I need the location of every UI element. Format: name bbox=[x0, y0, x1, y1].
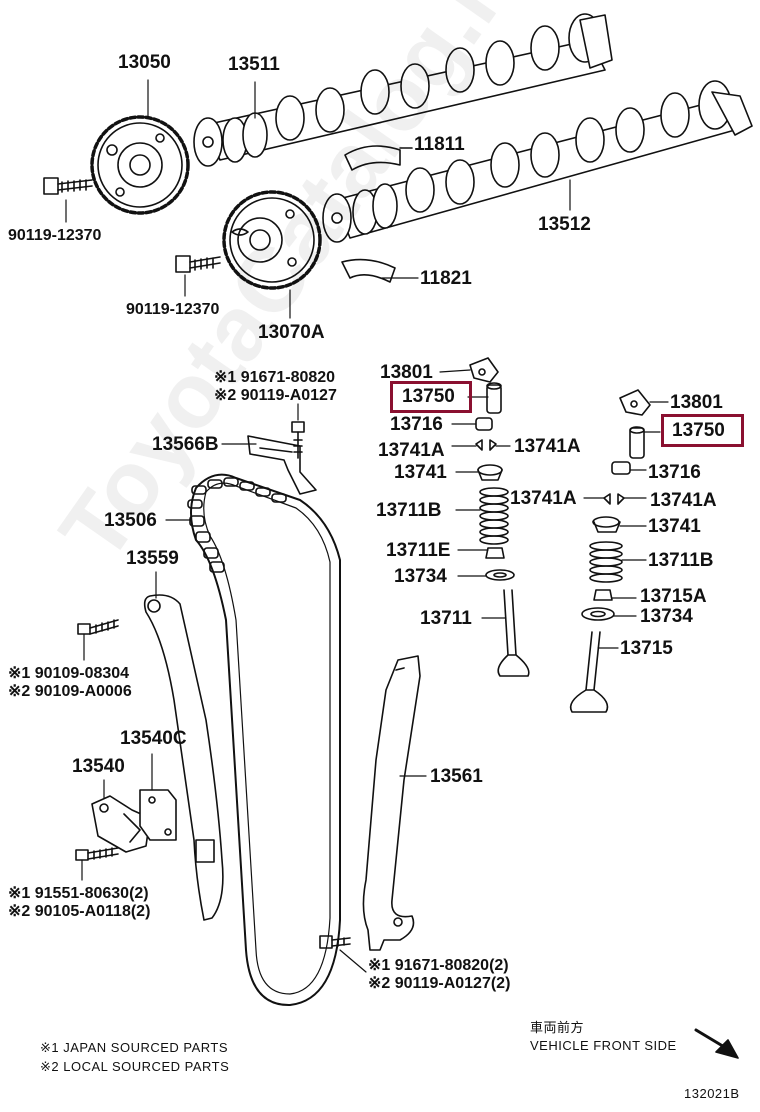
label-13711: 13711 bbox=[420, 608, 472, 629]
spring-right bbox=[589, 541, 623, 583]
label-13741A-right-2: 13741A bbox=[650, 490, 717, 511]
label-13050: 13050 bbox=[118, 52, 171, 73]
label-90119-A0127-upper: ※2 90119-A0127 bbox=[214, 387, 337, 404]
label-13741A-left-2: 13741A bbox=[514, 436, 581, 457]
leader-91671-lower bbox=[339, 949, 367, 973]
valve-stack-left bbox=[469, 357, 530, 677]
label-13716-right: 13716 bbox=[648, 462, 701, 483]
label-91551: ※1 91551-80630(2) bbox=[8, 885, 149, 902]
chain-guide-13566B bbox=[247, 435, 317, 495]
label-13559: 13559 bbox=[126, 548, 179, 569]
label-13511: 13511 bbox=[228, 54, 280, 75]
label-13734-right: 13734 bbox=[640, 606, 693, 627]
spring-left bbox=[479, 487, 509, 545]
label-91671-lower: ※1 91671-80820(2) bbox=[368, 957, 509, 974]
label-13715: 13715 bbox=[620, 638, 673, 659]
label-13506: 13506 bbox=[104, 510, 157, 531]
label-13750-right: 13750 bbox=[672, 420, 725, 441]
bolt-90119-upper bbox=[43, 177, 93, 195]
label-90109-A0006: ※2 90109-A0006 bbox=[8, 683, 132, 700]
camshaft-13511 bbox=[193, 13, 613, 167]
label-11811: 11811 bbox=[414, 134, 465, 155]
gasket-13540C bbox=[139, 789, 177, 841]
bolt-90109 bbox=[77, 619, 119, 635]
label-13734-left: 13734 bbox=[394, 566, 447, 587]
chain-guide-13561 bbox=[362, 655, 421, 951]
timing-chain-13506 bbox=[187, 473, 341, 1007]
label-90105: ※2 90105-A0118(2) bbox=[8, 903, 151, 920]
cam-sprocket-13070A bbox=[222, 190, 322, 290]
tensioner-arm-13559 bbox=[143, 594, 224, 921]
label-13711B-right: 13711B bbox=[648, 550, 714, 571]
leaders-top bbox=[65, 79, 571, 319]
camshaft-13512 bbox=[322, 80, 753, 243]
note-japan: ※1 JAPAN SOURCED PARTS bbox=[40, 1040, 229, 1055]
note-local: ※2 LOCAL SOURCED PARTS bbox=[40, 1059, 230, 1074]
label-90119-lower: 90119-12370 bbox=[126, 301, 220, 318]
leaders-valve-left bbox=[439, 369, 511, 619]
label-13801-left: 13801 bbox=[380, 362, 433, 383]
bearing-11821 bbox=[341, 258, 396, 283]
label-11821: 11821 bbox=[420, 268, 472, 289]
bolt-91671-upper bbox=[291, 421, 305, 459]
label-90119-A0127-lower: ※2 90119-A0127(2) bbox=[368, 975, 511, 992]
label-91671-upper: ※1 91671-80820 bbox=[214, 369, 336, 386]
label-13561: 13561 bbox=[430, 766, 483, 787]
valve-stack-right bbox=[569, 389, 651, 713]
label-13512: 13512 bbox=[538, 214, 591, 235]
bearing-11811 bbox=[344, 145, 401, 171]
label-13540: 13540 bbox=[72, 756, 125, 777]
label-13741A-left-1: 13741A bbox=[378, 440, 445, 461]
label-13711B-left: 13711B bbox=[376, 500, 442, 521]
bolt-91671-lower bbox=[319, 935, 351, 949]
front-side-en: VEHICLE FRONT SIDE bbox=[530, 1038, 677, 1053]
label-90109-08304: ※1 90109-08304 bbox=[8, 665, 130, 682]
label-90119-upper: 90119-12370 bbox=[8, 227, 102, 244]
highlight-13750-right bbox=[661, 414, 744, 447]
label-13070A: 13070A bbox=[258, 322, 325, 343]
leaders-valve-right bbox=[583, 401, 669, 649]
chain-links bbox=[187, 477, 287, 573]
label-13716-left: 13716 bbox=[390, 414, 443, 435]
highlight-13750-left bbox=[390, 381, 472, 413]
label-13540C: 13540C bbox=[120, 728, 187, 749]
front-side-jp: 車両前方 bbox=[530, 1020, 585, 1035]
bolt-90119-lower bbox=[175, 255, 221, 273]
label-13711E: 13711E bbox=[386, 540, 451, 561]
front-arrow-icon bbox=[694, 1028, 739, 1059]
cam-sprocket-13050 bbox=[90, 115, 190, 215]
label-13566B: 13566B bbox=[152, 434, 219, 455]
diagram-code: 132021B bbox=[684, 1086, 740, 1101]
label-13741-right: 13741 bbox=[648, 516, 701, 537]
label-13750-left: 13750 bbox=[402, 386, 455, 407]
label-13801-right: 13801 bbox=[670, 392, 723, 413]
label-13741A-right-1: 13741A bbox=[510, 488, 577, 509]
label-13741-left: 13741 bbox=[394, 462, 447, 483]
label-13715A: 13715A bbox=[640, 586, 707, 607]
bolt-91551 bbox=[75, 847, 119, 861]
